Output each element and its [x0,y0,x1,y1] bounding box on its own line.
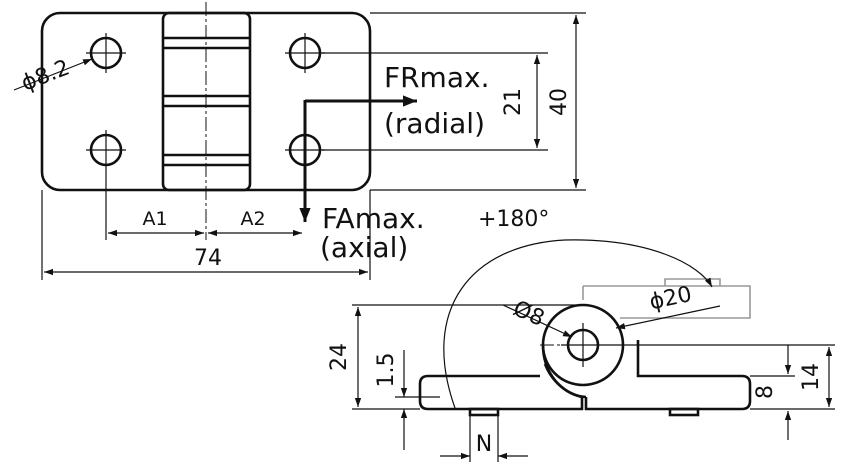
height-label: 40 [547,88,572,116]
axial-force-label: FAmax. [322,202,425,235]
length-label: 74 [194,246,222,271]
mounting-hole [86,33,126,73]
hole-spacing-label: 21 [501,88,526,116]
rotated-leaf-outline [583,285,751,319]
knuckle-joint [543,363,587,399]
left-foot [468,407,500,417]
radial-force-sublabel: (radial) [384,107,485,140]
mounting-hole [86,130,126,170]
knuckle-diameter-leader [615,305,721,330]
total-height-label: 14 [799,363,824,391]
overall-height-label: 24 [327,343,352,371]
a1-label: A1 [142,208,167,230]
n-label: N [476,432,492,457]
axial-force-sublabel: (axial) [320,231,408,264]
side-view: +180° Ø8 ϕ20 24 1.5 [327,207,835,462]
pin-diameter-leader [502,304,573,338]
hole-diameter-label: ϕ8.2 [18,55,73,96]
a2-label: A2 [240,208,265,230]
rotation-label: +180° [478,207,549,232]
rotation-arc [443,239,713,409]
hole-diameter-leader [13,58,93,91]
offset-label: 1.5 [374,353,399,388]
pin-diameter-label: Ø8 [509,296,548,332]
mounting-hole [285,33,325,73]
radial-force-label: FRmax. [384,61,489,94]
leaf-height-label: 8 [753,385,778,399]
knuckle-diameter-label: ϕ20 [647,282,694,315]
top-view: ϕ8.2 21 40 A1 A2 74 FRmax. (radial) FAma… [13,2,586,280]
right-leaf [584,340,752,411]
rotated-leaf-step [664,278,721,286]
right-foot [668,407,700,417]
left-leaf [418,374,584,411]
